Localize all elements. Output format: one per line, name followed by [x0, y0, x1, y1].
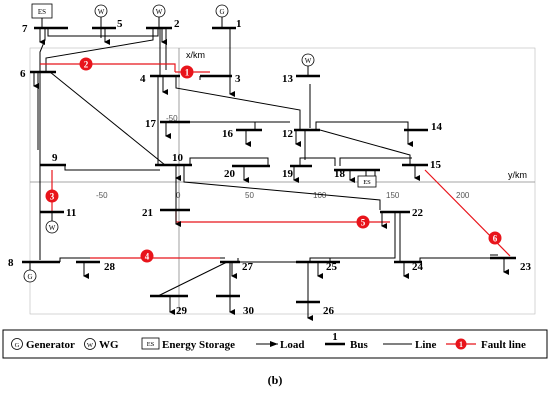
- generator-label: G: [27, 273, 32, 281]
- bus-label-20: 20: [224, 168, 236, 180]
- bus-label-9: 9: [52, 152, 58, 164]
- wind-generator-icon: W: [301, 53, 315, 67]
- tick-label: -50: [166, 114, 178, 123]
- bus-label-22: 22: [412, 207, 424, 219]
- legend-generator: G Generator: [11, 338, 75, 351]
- legend-energy-storage: ES Energy Storage: [141, 337, 235, 351]
- bus-label-16: 16: [222, 128, 234, 140]
- legend-bus-number: 1: [332, 331, 338, 343]
- svg-text:W: W: [87, 342, 94, 349]
- es-label: ES: [38, 8, 46, 16]
- bus-label-10: 10: [172, 152, 184, 164]
- fault-marker-4: 4: [140, 249, 154, 263]
- wind-generator-icon: W: [152, 4, 166, 18]
- bus-label-24: 24: [412, 261, 424, 273]
- fault-marker-2: 2: [79, 57, 93, 71]
- bus-label-11: 11: [66, 207, 76, 219]
- bus-label-2: 2: [174, 18, 180, 30]
- svg-text:1: 1: [185, 68, 190, 78]
- generator-icon: G: [215, 4, 229, 18]
- tick-label: 200: [456, 191, 470, 200]
- svg-text:2: 2: [84, 60, 89, 70]
- bus-label-15: 15: [430, 159, 442, 171]
- bus-label-6: 6: [20, 68, 26, 80]
- legend-bus: 1 Bus: [325, 331, 368, 351]
- fault-marker-6: 6: [488, 231, 502, 245]
- legend-generator-label: Generator: [26, 339, 75, 351]
- fault-marker-5: 5: [356, 215, 370, 229]
- energy-storage-icon: ES: [357, 175, 377, 188]
- coordinate-axes: x/km y/km -50 0 50 100 150 200 -50: [29, 47, 536, 315]
- bus-label-3: 3: [235, 73, 241, 85]
- bus-label-29: 29: [176, 305, 188, 317]
- legend: G Generator W WG ES Energy Storage Load …: [2, 329, 548, 359]
- buses: [22, 26, 516, 304]
- legend-energy-storage-label: Energy Storage: [162, 339, 235, 351]
- bus-label-30: 30: [243, 305, 255, 317]
- generator-label: G: [219, 8, 224, 16]
- fault-marker-1: 1: [180, 65, 194, 79]
- svg-text:3: 3: [50, 192, 55, 202]
- bus-label-19: 19: [282, 168, 294, 180]
- legend-line-label: Line: [415, 339, 437, 351]
- legend-bus-label: Bus: [350, 339, 368, 351]
- loads: [33, 28, 509, 321]
- svg-text:4: 4: [145, 252, 150, 262]
- bus-label-4: 4: [140, 73, 146, 85]
- bus-label-17: 17: [145, 118, 157, 130]
- svg-text:6: 6: [493, 234, 498, 244]
- legend-line: Line: [383, 339, 437, 351]
- bus-label-21: 21: [142, 207, 153, 219]
- svg-text:5: 5: [361, 218, 366, 228]
- bus-label-12: 12: [282, 128, 294, 140]
- wg-label: W: [98, 8, 105, 16]
- legend-load-label: Load: [280, 339, 304, 351]
- figure-caption: (b): [268, 373, 283, 387]
- bus-label-13: 13: [282, 73, 294, 85]
- bus-label-26: 26: [323, 305, 335, 317]
- bus-label-14: 14: [431, 121, 443, 133]
- bus-label-18: 18: [334, 168, 346, 180]
- tick-label: 100: [313, 191, 327, 200]
- energy-storage-icon: ES: [31, 3, 53, 19]
- svg-text:1: 1: [459, 340, 463, 349]
- generator-icon: G: [23, 269, 37, 283]
- wind-generator-icon: W: [45, 220, 59, 234]
- wind-generator-icon: W: [94, 4, 108, 18]
- legend-load: Load: [256, 339, 304, 351]
- bus-label-23: 23: [520, 261, 532, 273]
- fault-markers: 1 2 3 4 5 6: [45, 57, 502, 263]
- bus-label-8: 8: [8, 257, 14, 269]
- tick-label: -50: [96, 191, 108, 200]
- fault-marker-3: 3: [45, 189, 59, 203]
- svg-text:ES: ES: [147, 341, 155, 348]
- bus-label-7: 7: [22, 23, 28, 35]
- legend-wg: W WG: [84, 338, 119, 351]
- bus-label-28: 28: [104, 261, 116, 273]
- legend-wg-label: WG: [99, 339, 119, 351]
- tick-label: 150: [386, 191, 400, 200]
- wg-label: W: [156, 8, 163, 16]
- bus-label-5: 5: [117, 18, 123, 30]
- bus-label-27: 27: [242, 261, 254, 273]
- tick-label: 0: [176, 191, 181, 200]
- bus-label-25: 25: [326, 261, 338, 273]
- bus-label-1: 1: [236, 18, 242, 30]
- legend-fault-line: 1 Fault line: [446, 338, 526, 351]
- legend-fault-line-label: Fault line: [481, 339, 526, 351]
- y-axis-label: y/km: [508, 170, 527, 180]
- wg-label: W: [49, 224, 56, 232]
- es-label: ES: [363, 179, 371, 186]
- x-axis-label: x/km: [186, 50, 205, 60]
- bus-labels: 7 5 2 1 6 4 3 13 17 16 12 14 9 10 20 19 …: [8, 18, 532, 317]
- wg-label: W: [305, 57, 312, 65]
- tick-label: 50: [245, 191, 254, 200]
- svg-text:G: G: [15, 342, 20, 349]
